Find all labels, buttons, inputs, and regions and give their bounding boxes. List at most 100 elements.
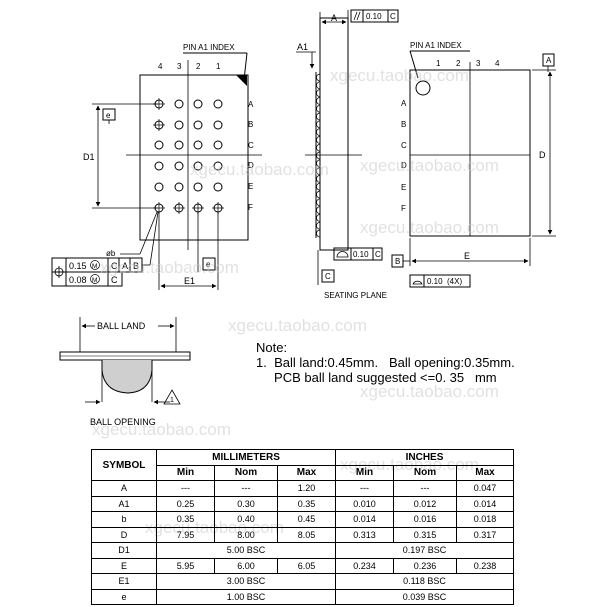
solder-ball-pad	[174, 120, 184, 130]
datum-a-label: A	[546, 56, 552, 65]
cell-bsc-mm: 3.00 BSC	[156, 573, 336, 590]
dimension-table: SYMBOL MILLIMETERS INCHES Min Nom Max Mi…	[91, 449, 514, 605]
feature-control-frame: 0.15 M C A B 0.08 M C	[51, 211, 159, 287]
cell: 0.012	[393, 495, 457, 512]
side-ball	[316, 128, 321, 136]
cell: 5.95	[156, 557, 215, 574]
top-view: PIN A1 INDEX 1 2 3 4 A B C D E F A D	[391, 41, 556, 288]
dim-ball-diameter-label: øb	[106, 249, 116, 258]
fcf-tolerance-2: 0.08	[69, 275, 87, 285]
cell: 0.313	[335, 526, 394, 543]
solder-ball-pad	[174, 161, 184, 171]
table-row: A --- --- 1.20 --- --- 0.047	[91, 480, 514, 497]
parallelism-icon	[353, 11, 358, 21]
cell: 0.018	[456, 511, 514, 528]
cell: 0.236	[393, 557, 457, 574]
col-label-2: 2	[196, 62, 201, 71]
dim-a1-label: A1	[297, 42, 308, 52]
cell: 0.45	[277, 511, 336, 528]
pin1-corner-marker	[236, 75, 247, 86]
package-body-bottom	[139, 74, 249, 241]
pin1-dot	[415, 80, 431, 96]
fcf-tolerance-1: 0.15	[69, 261, 87, 271]
note-heading: Note:	[256, 340, 288, 355]
row-symbol: D	[91, 526, 157, 543]
inches-header: INCHES	[335, 449, 514, 466]
solder-ball-pad	[193, 99, 203, 109]
side-ball	[316, 120, 321, 129]
ball-grid	[153, 98, 224, 214]
side-ball	[316, 151, 321, 160]
row-label-a: A	[248, 100, 254, 109]
cell: 0.014	[456, 495, 514, 512]
flatness-value: 0.10	[353, 250, 369, 259]
cell: ---	[393, 480, 457, 497]
fcf-datum-c-2: C	[111, 275, 118, 285]
fcf-datum-c: C	[111, 261, 118, 271]
datum-b-label: B	[395, 257, 400, 266]
cell: 0.35	[277, 495, 336, 512]
note-block: Note: 1. Ball land:0.45mm. Ball opening:…	[256, 340, 515, 385]
side-ball	[316, 73, 321, 82]
table-row: E 5.95 6.00 6.05 0.234 0.236 0.238	[91, 557, 514, 574]
package-drawing: PIN A1 INDEX 4 3 2 1 A B C D E F D1 e	[51, 9, 556, 427]
col-nom-mm: Nom	[214, 464, 278, 481]
cell: ---	[156, 480, 215, 497]
table-row: D1 5.00 BSC 0.197 BSC	[91, 542, 514, 559]
cell: ---	[335, 480, 394, 497]
solder-ball-pad	[213, 140, 223, 150]
solder-ball-pad	[213, 182, 223, 192]
cell: 0.25	[156, 495, 215, 512]
cell-bsc-in: 0.118 BSC	[335, 573, 514, 590]
solder-ball-pad	[193, 161, 203, 171]
side-ball	[316, 136, 321, 144]
datum-c-label: C	[325, 272, 331, 281]
cell: 0.010	[335, 495, 394, 512]
profile-icon	[336, 251, 349, 258]
dim-d1-label: D1	[83, 152, 95, 162]
fcf-modifier-2: M	[92, 277, 97, 284]
col-label-r4: 4	[495, 59, 500, 68]
solder-ball-pad	[174, 140, 184, 150]
table-row: e 1.00 BSC 0.039 BSC	[91, 588, 514, 605]
side-ball	[316, 182, 321, 191]
side-ball	[316, 81, 321, 90]
note-line-1: 1. Ball land:0.45mm. Ball opening:0.35mm…	[256, 355, 515, 370]
flatness-datum: C	[375, 250, 381, 259]
cell-bsc-in: 0.197 BSC	[335, 542, 514, 559]
row-label-b: B	[248, 120, 253, 129]
row-label-d: D	[248, 161, 254, 170]
note-flag-number: 1	[170, 397, 174, 404]
symbol-header: SYMBOL	[91, 449, 157, 481]
dim-e-label: E	[464, 251, 470, 261]
row-label-f: F	[248, 203, 253, 212]
table-row: D 7.95 8.00 8.05 0.313 0.315 0.317	[91, 526, 514, 543]
cell: 0.35	[156, 511, 215, 528]
cell-bsc-mm: 5.00 BSC	[156, 542, 336, 559]
cell: 8.05	[277, 526, 336, 543]
row-symbol: D1	[91, 542, 157, 559]
profile-icon-4x	[412, 280, 423, 285]
row-label-e: E	[248, 182, 253, 191]
side-ball	[316, 206, 321, 214]
side-ball	[316, 198, 321, 207]
side-ball	[316, 190, 321, 199]
cell: 0.014	[335, 511, 394, 528]
row-symbol: A	[91, 480, 157, 497]
pin-a1-index-label-right: PIN A1 INDEX	[410, 41, 462, 50]
col-label-1: 1	[216, 62, 221, 71]
seating-plane-label: SEATING PLANE	[324, 291, 387, 300]
cell: ---	[214, 480, 278, 497]
cell-bsc-in: 0.039 BSC	[335, 588, 514, 605]
side-ball	[316, 167, 321, 175]
solder-ball-pad	[154, 182, 164, 192]
side-ball	[316, 104, 321, 113]
col-label-r1: 1	[436, 59, 441, 68]
millimeters-header: MILLIMETERS	[156, 449, 336, 466]
row-label-r-a: A	[401, 99, 407, 108]
side-ball	[316, 175, 321, 183]
solder-ball	[101, 360, 153, 394]
solder-ball-pad	[193, 182, 203, 192]
row-symbol: b	[91, 511, 157, 528]
table-row: b 0.35 0.40 0.45 0.014 0.016 0.018	[91, 511, 514, 528]
